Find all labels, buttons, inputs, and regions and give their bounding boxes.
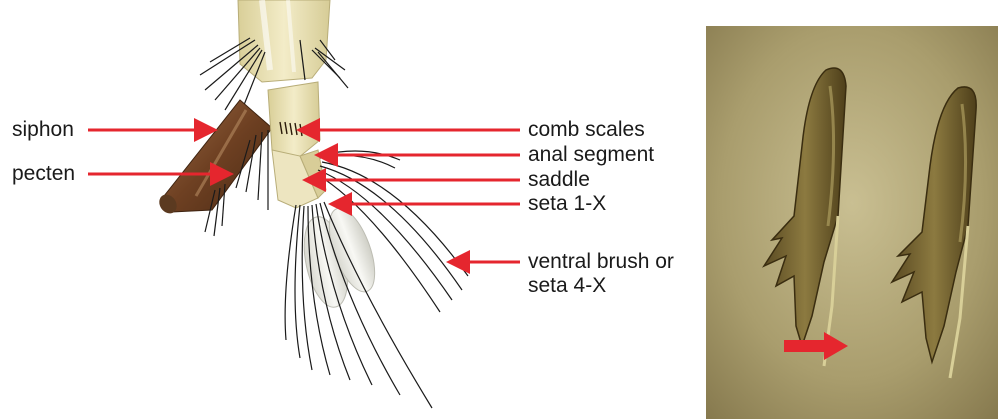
label-ventral-brush-line2: seta 4-X <box>528 275 606 297</box>
label-ventral-brush-line1: ventral brush or <box>528 251 674 273</box>
label-anal-segment: anal segment <box>528 144 654 166</box>
label-comb-scales: comb scales <box>528 119 645 141</box>
label-siphon: siphon <box>12 119 74 141</box>
label-pecten: pecten <box>12 163 75 185</box>
label-saddle: saddle <box>528 169 590 191</box>
comb-scale-micrograph <box>706 26 998 419</box>
label-seta-1x: seta 1-X <box>528 193 606 215</box>
